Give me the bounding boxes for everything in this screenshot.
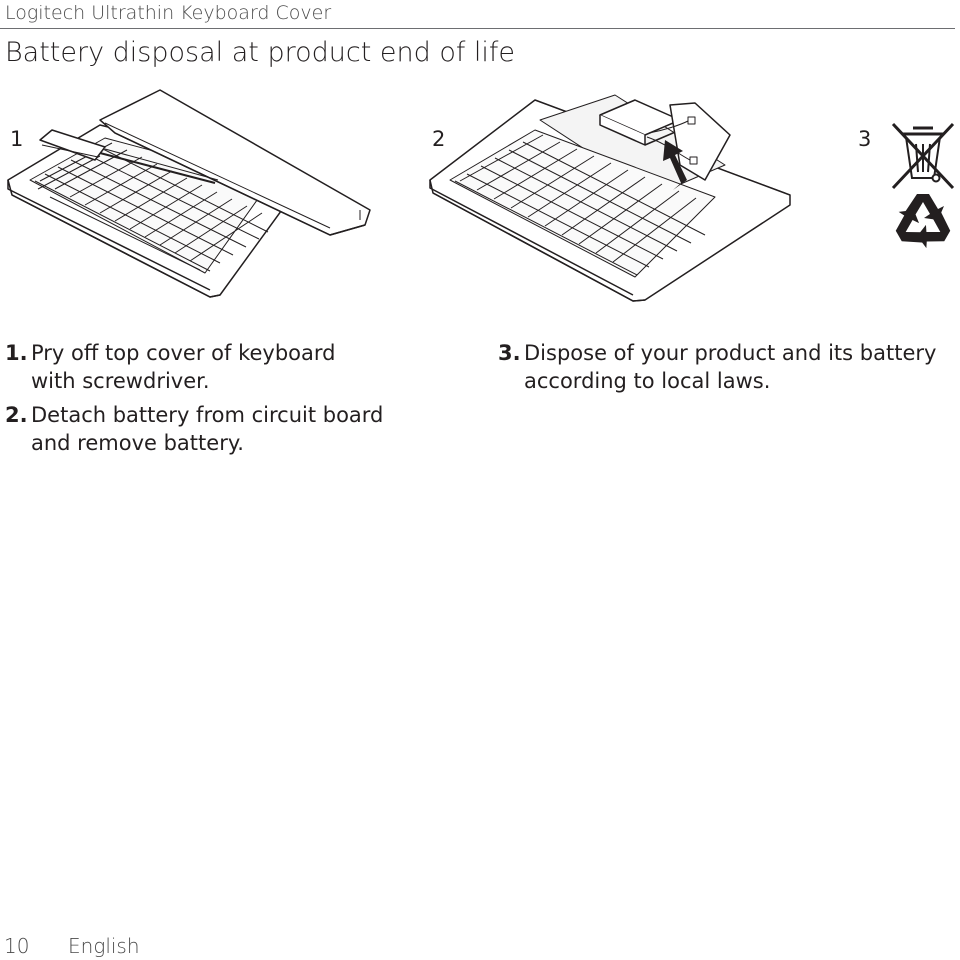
step-text-line2: according to local laws. bbox=[524, 369, 771, 393]
recycle-icon bbox=[888, 194, 957, 255]
step-text-line1: Pry off top cover of keyboard bbox=[31, 341, 336, 365]
keyboard-screwdriver-illustration bbox=[7, 89, 371, 298]
step-text-line2: and remove battery. bbox=[31, 431, 244, 455]
instruction-step-3: 3.Dispose of your product and its batter… bbox=[498, 339, 936, 395]
footer-language: English bbox=[68, 934, 140, 958]
page-footer: 10 English bbox=[4, 934, 140, 958]
step-number: 1. bbox=[5, 341, 28, 365]
step-text-line2: with screwdriver. bbox=[31, 369, 210, 393]
document-header-title: Logitech Ultrathin Keyboard Cover bbox=[5, 2, 332, 24]
crossed-bin-icon bbox=[891, 122, 955, 190]
disposal-icons bbox=[888, 122, 957, 255]
step-number: 3. bbox=[498, 341, 521, 365]
page-number: 10 bbox=[4, 934, 30, 958]
figure-number-1: 1 bbox=[10, 127, 24, 151]
keyboard-battery-removal-illustration bbox=[429, 94, 791, 302]
section-title: Battery disposal at product end of life bbox=[5, 37, 516, 68]
instruction-step-2: 2.Detach battery from circuit board and … bbox=[5, 401, 383, 457]
step-number: 2. bbox=[5, 403, 28, 427]
instruction-step-1: 1.Pry off top cover of keyboard with scr… bbox=[5, 339, 335, 395]
figure-number-3: 3 bbox=[858, 127, 872, 151]
figure-number-2: 2 bbox=[432, 127, 446, 151]
header-divider bbox=[0, 28, 955, 29]
step-text-line1: Detach battery from circuit board bbox=[31, 403, 384, 427]
step-text-line1: Dispose of your product and its battery bbox=[524, 341, 937, 365]
